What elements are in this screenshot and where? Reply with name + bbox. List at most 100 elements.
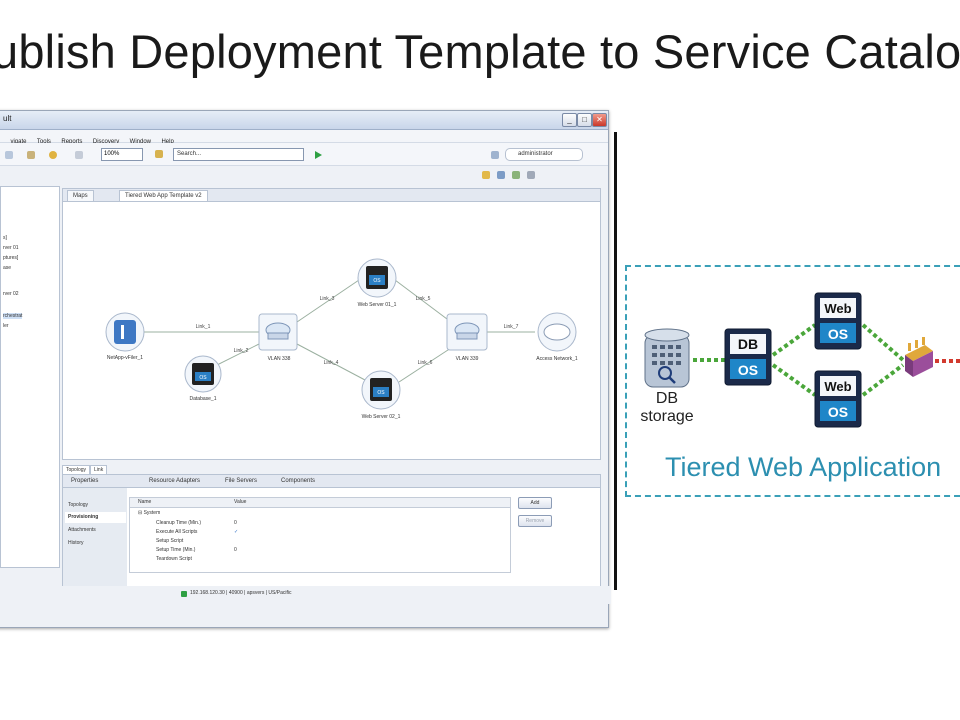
node-label: Database_1 — [190, 396, 217, 402]
connector-line — [771, 323, 817, 357]
toolbar-icon[interactable] — [5, 151, 13, 159]
link-label: Link_7 — [504, 324, 519, 330]
link-line — [296, 343, 366, 381]
db-os-box: DB OS — [724, 328, 772, 386]
link-label: Link_6 — [418, 360, 433, 366]
tree-item[interactable]: rver 01 — [3, 245, 19, 251]
link-label: Link_5 — [416, 296, 431, 302]
web-os-box: Web OS — [814, 292, 862, 350]
section-attachments[interactable]: Attachments — [68, 527, 96, 533]
table-row[interactable]: Execute All Scripts — [156, 529, 198, 535]
os-text: OS — [377, 390, 385, 396]
filter-icon[interactable] — [155, 150, 163, 158]
os-text: OS — [828, 326, 848, 342]
tree-item[interactable]: rver 02 — [3, 291, 19, 297]
row-value-checkbox[interactable]: ✓ — [234, 529, 239, 535]
netapp-node — [105, 312, 145, 352]
tab-properties[interactable]: Properties — [71, 478, 99, 484]
minimize-button[interactable]: _ — [562, 113, 577, 127]
toolbar-icon[interactable] — [49, 151, 57, 159]
toolbar-icon[interactable] — [27, 151, 35, 159]
tab-resource-adapters[interactable]: Resource Adapters — [149, 478, 201, 484]
row-value[interactable]: 0 — [234, 520, 237, 526]
slide-divider — [614, 132, 617, 590]
title-bar: ult _ □ ✕ — [0, 111, 608, 130]
user-badge[interactable]: administrator — [505, 148, 583, 161]
remove-button[interactable]: Remove — [518, 515, 552, 527]
toolbar-icon[interactable] — [482, 171, 490, 179]
node-label: VLAN 338 — [268, 356, 291, 362]
node-label: Web Server 01_1 — [358, 302, 397, 308]
section-topology[interactable]: Topology — [68, 502, 89, 508]
close-button[interactable]: ✕ — [592, 113, 607, 127]
link-label: Link_1 — [196, 324, 211, 330]
os-text: OS — [738, 362, 758, 378]
connector-line — [771, 363, 817, 397]
link-line — [394, 279, 452, 323]
link-label: Link_2 — [234, 348, 249, 354]
search-input[interactable]: Search... — [173, 148, 304, 161]
column-header-value: Value — [234, 499, 247, 505]
section-history[interactable]: History — [68, 540, 84, 546]
storage-label: DB — [656, 390, 678, 407]
tab-maps[interactable]: Maps — [67, 190, 94, 202]
tree-item[interactable]: ase — [3, 265, 12, 271]
topology-canvas[interactable]: OS OS OS — [62, 201, 601, 460]
status-connected-icon — [181, 591, 187, 597]
menu-item-reports[interactable]: Reports — [61, 139, 83, 145]
menu-item-discovery[interactable]: Discovery — [92, 139, 120, 145]
tab-file-servers[interactable]: File Servers — [225, 478, 258, 484]
table-row[interactable]: ⊟ System — [138, 510, 161, 516]
connector-line — [861, 323, 905, 362]
tree-item[interactable]: rchestrat — [3, 313, 23, 319]
table-header: Name Value — [130, 498, 510, 508]
vlan-339-node — [446, 313, 488, 351]
tab-components[interactable]: Components — [281, 478, 316, 484]
section-provisioning[interactable]: Provisioning — [65, 512, 126, 523]
tree-item[interactable]: s] — [3, 235, 7, 241]
web-text: Web — [824, 379, 851, 394]
menu-item-help[interactable]: Help — [161, 139, 174, 145]
menu-bar: vigate Tools Reports Discovery Window He… — [0, 130, 608, 145]
editor-tabs: Maps Tiered Web App Template v2 — [62, 188, 601, 202]
toolbar-icon[interactable] — [497, 171, 505, 179]
menu-item-window[interactable]: Window — [129, 139, 151, 145]
table-row[interactable]: Setup Script — [156, 538, 184, 544]
access-network-node — [537, 312, 577, 352]
window-title: ult — [3, 114, 12, 123]
zoom-select[interactable]: 100% — [101, 148, 143, 161]
toolbar-icon[interactable] — [527, 171, 535, 179]
os-text: OS — [828, 404, 848, 420]
properties-panel: Properties Resource Adapters File Server… — [62, 474, 601, 588]
table-row[interactable]: Cleanup Time (Min.) — [156, 520, 202, 526]
table-row[interactable]: Setup Time (Min.) — [156, 547, 196, 553]
link-label: Link_3 — [320, 296, 335, 302]
tab-tiered-web-app-template[interactable]: Tiered Web App Template v2 — [119, 190, 208, 202]
table-row[interactable]: Teardown Script — [156, 556, 192, 562]
menu-item-tools[interactable]: Tools — [36, 139, 51, 145]
slide-title: ublish Deployment Template to Service Ca… — [0, 25, 960, 78]
go-icon[interactable] — [315, 151, 322, 159]
toolbar — [0, 143, 608, 166]
row-value[interactable]: 0 — [234, 547, 237, 553]
add-button[interactable]: Add — [518, 497, 552, 509]
web-server-02-node: OS — [361, 370, 401, 410]
menu-item-navigate[interactable]: vigate — [10, 139, 27, 145]
vlan-338-node — [258, 313, 298, 351]
link-line — [296, 279, 360, 323]
toolbar-icon[interactable] — [75, 151, 83, 159]
topology-diagram: OS OS OS — [105, 258, 578, 420]
link-line — [398, 347, 452, 383]
tree-item[interactable]: ptures] — [3, 255, 19, 261]
toolbar-icon[interactable] — [512, 171, 520, 179]
web-text: Web — [824, 301, 851, 316]
node-label: NetApp-vFiler_1 — [107, 355, 143, 361]
node-label: Access Network_1 — [536, 356, 578, 362]
diagram-caption: Tiered Web Application — [665, 452, 942, 482]
explorer-panel: s] rver 01 ptures] ase rver 02 rchestrat… — [0, 186, 60, 568]
tree-item[interactable]: ler — [3, 323, 9, 329]
maximize-button[interactable]: □ — [577, 113, 592, 127]
node-label: VLAN 339 — [456, 356, 479, 362]
properties-tabs: Properties Resource Adapters File Server… — [63, 475, 600, 488]
